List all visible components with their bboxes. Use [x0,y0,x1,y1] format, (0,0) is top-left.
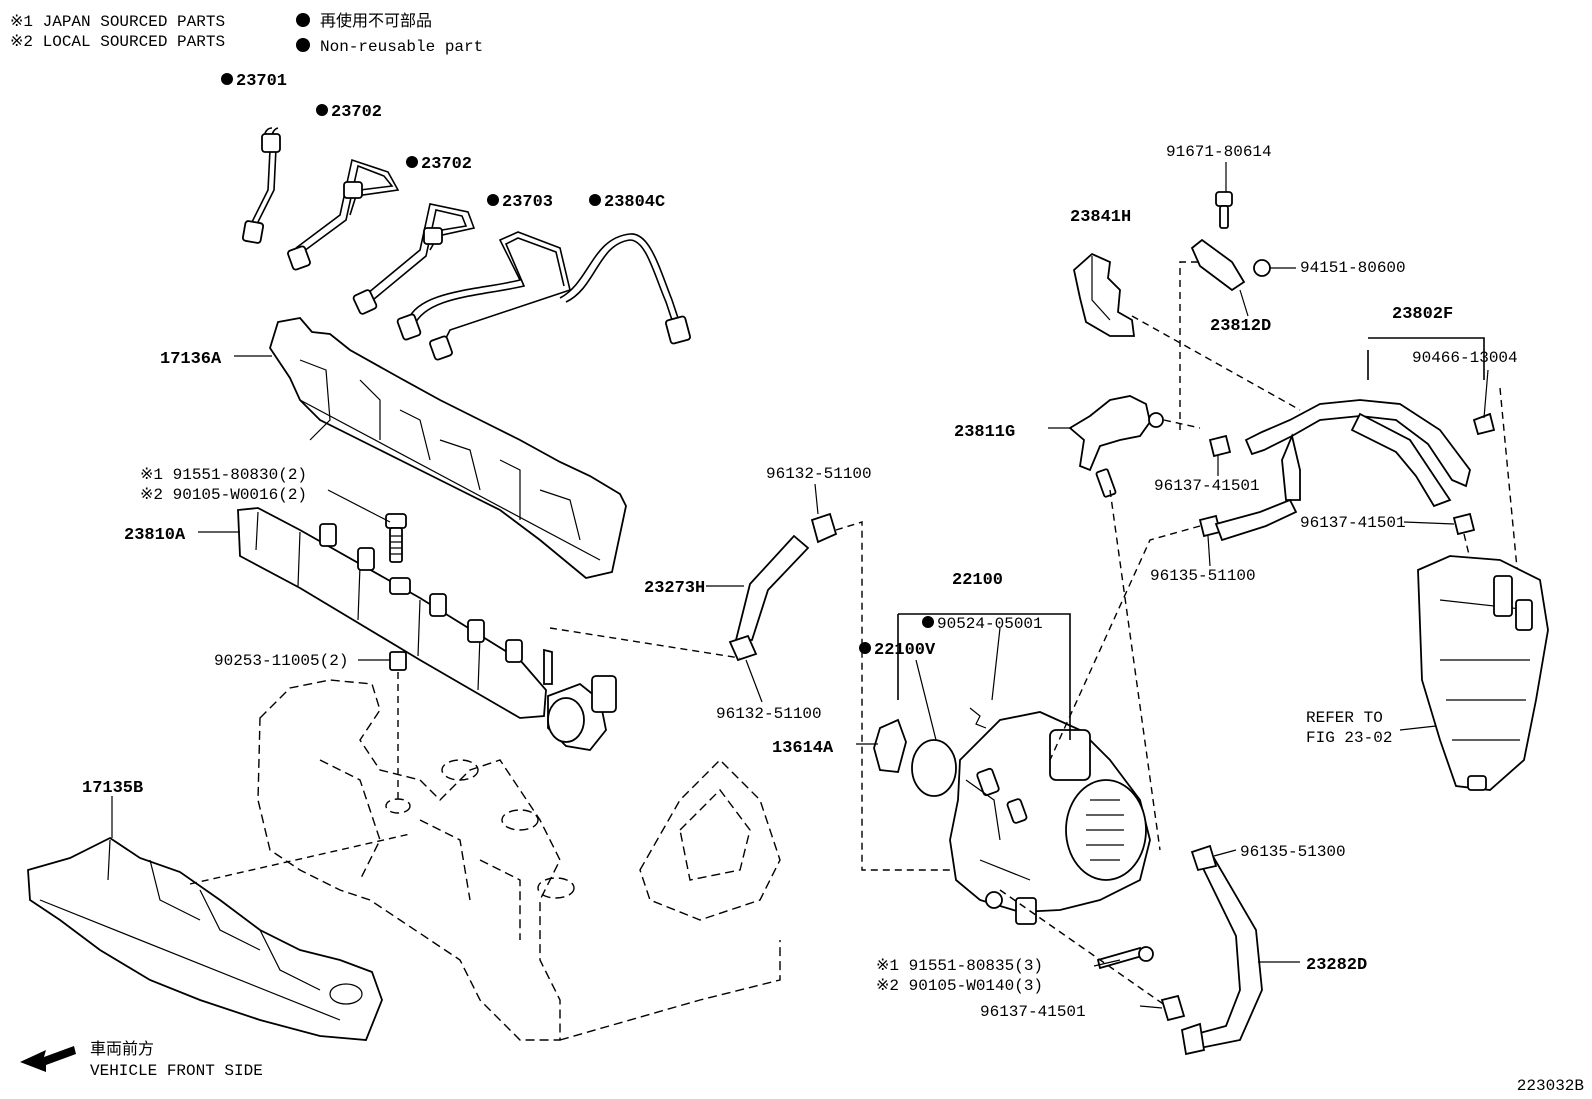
nonreusable-dot-icon [589,194,601,206]
engine-block-ghost [257,679,781,1041]
rail-bolt [385,513,407,563]
label-22100v: 22100V [874,641,936,660]
legend: ※1 JAPAN SOURCED PARTS ※2 LOCAL SOURCED … [10,12,483,56]
oring-22100v [911,739,957,797]
figure-code: 223032B [1517,1077,1584,1095]
bracket-23812d [1190,191,1271,292]
label-refer-fig: FIG 23-02 [1306,729,1392,747]
vehicle-front-jp: 車両前方 [90,1040,154,1059]
label-96137-a: 96137-41501 [1154,477,1260,495]
legend-nonreusable-jp: 再使用不可部品 [320,12,432,31]
cover-17135b [27,836,383,1041]
nonreusable-dot-icon [221,73,233,85]
supply-pump-22100 [949,711,1151,925]
nonreusable-dot-icon [316,104,328,116]
leader-lines [111,162,1489,1009]
label-90105-w0140: ※2 90105-W0140(3) [876,977,1043,995]
label-23701: 23701 [236,72,287,91]
rail-hose-link [549,627,741,659]
pump-bolt [1096,946,1154,970]
collar-90253 [389,651,407,671]
label-23811g: 23811G [954,423,1015,442]
label-23802f: 23802F [1392,305,1453,324]
label-96135-51300: 96135-51300 [1240,843,1346,861]
nonreusable-dot-icon [859,642,871,654]
arrow-left-icon [20,1046,76,1072]
label-23702-a: 23702 [331,103,382,122]
legend-nonreusable-en: Non-reusable part [320,38,483,56]
label-23841h: 23841H [1070,208,1131,227]
clip-96137-c [1160,994,1186,1022]
label-17135b: 17135B [82,779,143,798]
nonreusable-dot-icon [406,156,418,168]
fuel-filter-housing [1417,555,1549,791]
label-96132-top: 96132-51100 [766,465,872,483]
clip-96137-b [1452,512,1476,536]
label-90466: 90466-13004 [1412,349,1518,367]
clip-96137-a [1208,434,1232,458]
label-91551-80835: ※1 91551-80835(3) [876,957,1043,975]
label-refer-to: REFER TO [1306,709,1383,727]
nonreusable-dot-icon [296,38,310,52]
valve-link-b [1109,489,1161,851]
label-23703: 23703 [502,193,553,212]
hose-23282d [1180,844,1263,1056]
valve-23811g [1068,395,1164,498]
vehicle-front-en: VEHICLE FRONT SIDE [90,1062,263,1080]
clip-link [1049,525,1201,761]
legend-local-sourced: ※2 LOCAL SOURCED PARTS [10,33,225,51]
common-rail-23810a [237,507,617,751]
label-23810a: 23810A [124,526,186,545]
pump-hose-link [999,889,1167,1007]
bracket-23812d-link [1179,261,1198,430]
legend-japan-sourced: ※1 JAPAN SOURCED PARTS [10,13,225,31]
label-90253: 90253-11005(2) [214,652,348,670]
cover-17136a [269,317,627,579]
hose-23273h [728,512,838,662]
part-labels: 23701 23702 23702 23703 23804C 17136A ※1… [82,72,1518,1021]
clip-90524 [969,707,987,729]
nonreusable-dot-icon [296,13,310,27]
label-22100: 22100 [952,571,1003,590]
group-bracket-22100 [897,613,1071,740]
label-23812d: 23812D [1210,317,1271,336]
label-23804c: 23804C [604,193,665,212]
nonreusable-dot-icon [922,616,934,628]
label-13614a: 13614A [772,739,834,758]
label-91551-80830: ※1 91551-80830(2) [140,466,307,484]
label-96137-b: 96137-41501 [1300,514,1406,532]
group-bracket-23802f [1367,337,1485,380]
valve-link-a [1163,419,1201,429]
injection-pipes [241,127,691,361]
label-23273h: 23273H [644,579,705,598]
bracket-link [1131,315,1301,411]
label-23282d: 23282D [1306,956,1367,975]
hose-assy-23802f [1214,399,1496,542]
bracket-23841h [1073,252,1136,337]
cover-link [189,833,411,885]
label-91671: 91671-80614 [1166,143,1272,161]
label-96135-51100: 96135-51100 [1150,567,1256,585]
label-90105-w0016: ※2 90105-W0016(2) [140,486,307,504]
nonreusable-dot-icon [487,194,499,206]
label-17136a: 17136A [160,350,222,369]
label-94151: 94151-80600 [1300,259,1406,277]
label-96132-bottom: 96132-51100 [716,705,822,723]
footer: 車両前方 VEHICLE FRONT SIDE 223032B [20,1040,1584,1095]
label-90524: 90524-05001 [937,615,1043,633]
coupling-13614a [873,718,907,773]
label-23702-b: 23702 [421,155,472,174]
label-96137-c: 96137-41501 [980,1003,1086,1021]
hose-link [835,521,952,871]
